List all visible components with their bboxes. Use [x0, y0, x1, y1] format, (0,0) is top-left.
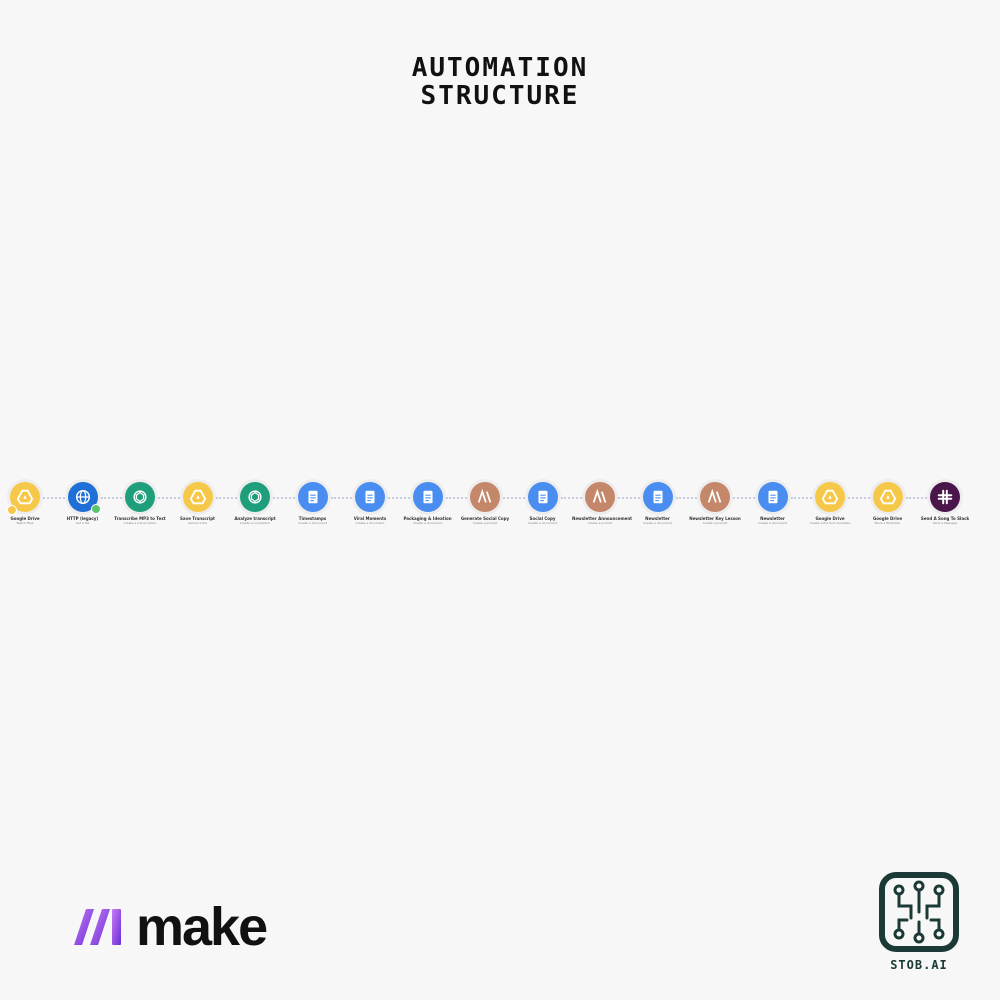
module-sublabel: Create a document: [413, 521, 442, 525]
circuit-icon: [879, 872, 959, 952]
anthropic-icon[interactable]: [470, 482, 500, 512]
check-icon: [90, 504, 101, 514]
module-label: HTTP (legacy): [66, 516, 99, 521]
module-sublabel: Move a file/folder: [874, 521, 901, 525]
module-connector: [388, 497, 410, 499]
module-connector: [503, 497, 525, 499]
anthropic-icon[interactable]: [585, 482, 615, 512]
module-connector: [848, 497, 870, 499]
google-drive-icon[interactable]: [7, 482, 40, 515]
module-connector: [733, 497, 755, 499]
module-sublabel: Create a document: [643, 521, 672, 525]
title-line-2: STRUCTURE: [420, 81, 580, 111]
module-sublabel: Get a file: [75, 521, 90, 525]
module-sublabel: Create a prompt: [587, 521, 613, 525]
module-sublabel: Create a document: [298, 521, 327, 525]
module-sublabel: Create a prompt: [702, 521, 728, 525]
module-label: Newsletter: [645, 516, 670, 521]
anthropic-icon[interactable]: [700, 482, 730, 512]
google-docs-icon[interactable]: [757, 482, 788, 512]
google-docs-icon[interactable]: [412, 482, 443, 512]
module-label: Timestamps: [298, 516, 327, 521]
module-label: Save Transcript: [180, 516, 215, 521]
module-label: Google Drive: [872, 516, 903, 521]
module-connector: [445, 497, 467, 499]
module-label: Google Drive: [815, 516, 845, 521]
module-label: Transcribe MP3 to Text: [114, 516, 166, 521]
module-sublabel: Create a prompt: [472, 521, 498, 525]
slack-icon[interactable]: [930, 482, 960, 512]
module-sublabel: Create a document: [528, 521, 557, 525]
module-sublabel: Create a document: [355, 521, 385, 525]
module-label: Viral Moments: [353, 516, 387, 521]
module-sublabel: Create a file from template: [809, 521, 851, 525]
module-sublabel: Send a Message: [932, 521, 958, 525]
google-docs-icon[interactable]: [642, 482, 673, 512]
module-sublabel: Create a transcription: [123, 521, 157, 525]
openai-icon[interactable]: [240, 482, 270, 512]
module-connector: [43, 497, 65, 499]
module-label: Newsletter: [760, 516, 785, 521]
module-sublabel: Create a completion: [239, 521, 271, 525]
flow-module[interactable]: HTTP (legacy)Get a file: [55, 480, 111, 525]
module-connector: [790, 497, 812, 499]
page-title: AUTOMATION STRUCTURE: [0, 54, 1000, 110]
google-drive-icon[interactable]: [815, 482, 845, 512]
module-label: Send A Song To Slack: [920, 516, 970, 521]
make-logo: make: [72, 897, 268, 957]
module-sublabel: Create a document: [758, 521, 787, 525]
module-connector: [273, 497, 295, 499]
module-label: Analyze transcript: [234, 516, 276, 521]
module-connector: [330, 497, 352, 499]
module-connector: [618, 497, 640, 499]
openai-icon[interactable]: [125, 482, 155, 512]
module-label: Newsletter Key Lesson: [689, 516, 741, 521]
module-label: Google Drive: [10, 516, 40, 521]
google-docs-icon[interactable]: [355, 482, 385, 512]
module-connector: [905, 497, 927, 499]
module-sublabel: Watch Files: [16, 521, 34, 525]
google-docs-icon[interactable]: [527, 482, 558, 512]
module-label: Generate Social Copy: [460, 516, 510, 521]
module-connector: [215, 497, 237, 499]
module-label: Newsletter Announcement: [572, 516, 633, 521]
clock-icon[interactable]: [7, 505, 17, 515]
module-connector: [158, 497, 180, 499]
module-label: Packaging & Ideation: [403, 516, 452, 521]
title-line-1: AUTOMATION: [411, 53, 589, 83]
stob-wordmark: STOB.AI: [890, 958, 948, 972]
google-drive-icon[interactable]: [872, 482, 903, 512]
make-logo-icon: [74, 909, 121, 945]
google-drive-icon[interactable]: [182, 482, 213, 512]
module-sublabel: Upload a file: [188, 521, 207, 525]
module-connector: [100, 497, 122, 499]
module-connector: [675, 497, 697, 499]
stob-logo: STOB.AI: [874, 872, 964, 972]
make-wordmark: make: [136, 897, 268, 957]
google-docs-icon[interactable]: [297, 482, 328, 512]
globe-icon[interactable]: [67, 482, 101, 514]
module-connector: [560, 497, 582, 499]
module-label: Social Copy: [529, 516, 556, 521]
